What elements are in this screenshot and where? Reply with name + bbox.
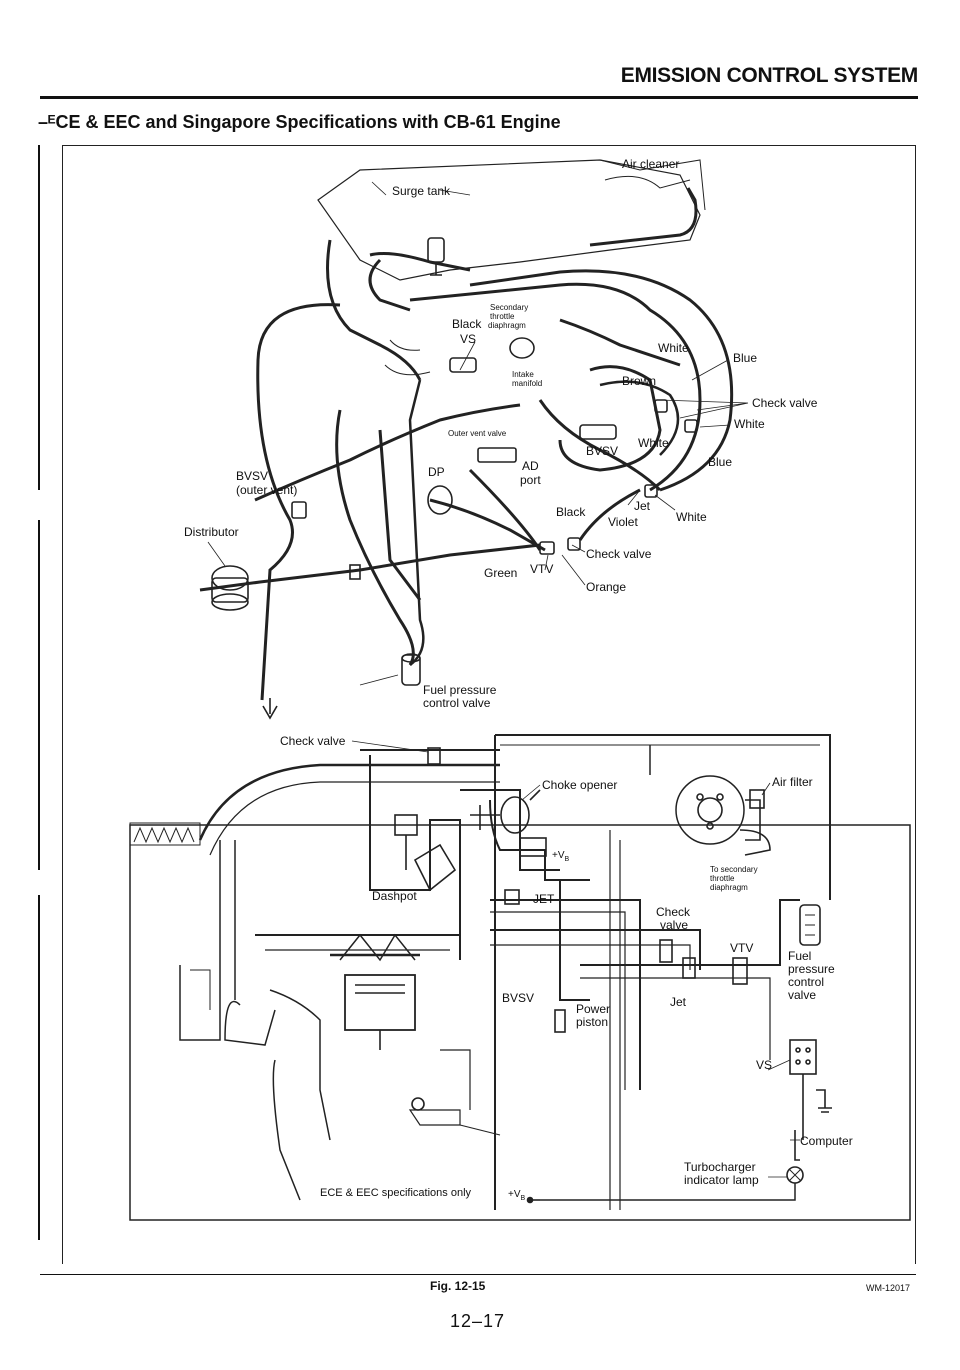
label-jet: Jet (670, 995, 687, 1009)
label-black: Black (452, 317, 482, 331)
page-subtitle: –ᴱCE & EEC and Singapore Specifications … (38, 112, 561, 132)
label-jet-box: JET (533, 892, 555, 906)
label-computer: Computer (800, 1134, 853, 1148)
figure-frame (62, 145, 916, 1264)
label-power-piston: piston (576, 1015, 608, 1029)
label-power-piston: Power (576, 1002, 610, 1016)
label-blue: Blue (708, 455, 732, 469)
label-fuel-pressure-control-valve: Fuel (788, 949, 811, 963)
label-white: White (734, 417, 765, 431)
label-distributor: Distributor (184, 525, 239, 539)
label-air-filter: Air filter (772, 775, 813, 789)
label-to-secondary-throttle: diaphragm (710, 883, 748, 892)
margin-bar (38, 145, 40, 490)
label-intake-manifold: Intake (512, 370, 534, 379)
label-fuel-pressure-control-valve: valve (788, 988, 816, 1002)
label-choke-opener: Choke opener (542, 778, 617, 792)
label-check-valve: Check valve (280, 734, 346, 748)
label-orange: Orange (586, 580, 626, 594)
label-secondary-throttle: diaphragm (488, 321, 526, 330)
label-dashpot: Dashpot (372, 889, 417, 903)
label-fuel-pressure-control-valve: Fuel pressure (423, 683, 497, 697)
label-turbocharger-lamp: Turbocharger (684, 1160, 756, 1174)
label-bvsv-outer-vent: BVSV (236, 469, 268, 483)
label-bvsv-outer-vent: (outer vent) (236, 483, 297, 497)
label-bvsv: BVSV (502, 991, 534, 1005)
label-white: White (658, 341, 689, 355)
upper-leaders (207, 181, 749, 686)
label-brown: Brown (622, 374, 656, 388)
label-check-valve: valve (660, 918, 688, 932)
upper-engine-view (199, 159, 734, 720)
label-secondary-throttle: Secondary (490, 303, 528, 312)
label-vtv: VTV (730, 941, 753, 955)
label-dp: DP (428, 465, 445, 479)
label-to-secondary-throttle: throttle (710, 874, 735, 883)
label-violet: Violet (608, 515, 638, 529)
label-check-valve: Check valve (586, 547, 652, 561)
label-white: White (676, 510, 707, 524)
label-vb2: +VB (508, 1189, 526, 1202)
label-air-cleaner: Air cleaner (622, 157, 679, 171)
label-fuel-pressure-control-valve: control (788, 975, 824, 989)
header-rule (40, 96, 918, 99)
label-outer-vent-valve: Outer vent valve (448, 429, 507, 438)
figure-code: WM-12017 (865, 1283, 910, 1293)
lower-labels: Check valve Choke opener Air filter +VB … (280, 734, 853, 1202)
label-secondary-throttle: throttle (490, 312, 515, 321)
label-vb: +VB (552, 850, 570, 863)
section-header: EMISSION CONTROL SYSTEM (620, 64, 919, 87)
label-jet: Jet (634, 499, 651, 513)
label-check-valve: Check (656, 905, 691, 919)
label-vs: VS (756, 1058, 772, 1072)
label-vtv: VTV (530, 562, 553, 576)
label-intake-manifold: manifold (512, 379, 542, 388)
label-surge-tank: Surge tank (392, 184, 451, 198)
label-fuel-pressure-control-valve: control valve (423, 696, 491, 710)
footer-rule (40, 1274, 916, 1275)
label-ece-note: ECE & EEC specifications only (320, 1187, 472, 1199)
label-green: Green (484, 566, 517, 580)
label-blue: Blue (733, 351, 757, 365)
label-white: White (638, 436, 669, 450)
label-turbocharger-lamp: indicator lamp (684, 1173, 759, 1187)
figure-caption: Fig. 12-15 (430, 1279, 486, 1293)
label-bvsv: BVSV (586, 444, 618, 458)
label-black: Black (556, 505, 586, 519)
lower-schematic (129, 734, 911, 1221)
label-ad-port: AD (522, 459, 539, 473)
margin-bar (38, 520, 40, 870)
label-ad-port: port (520, 473, 541, 487)
page-number: 12–17 (450, 1311, 506, 1331)
margin-bar (38, 895, 40, 1240)
label-vs: VS (460, 332, 476, 346)
label-fuel-pressure-control-valve: pressure (788, 962, 835, 976)
label-to-secondary-throttle: To secondary (710, 865, 758, 874)
label-check-valve: Check valve (752, 396, 818, 410)
upper-labels: Air cleaner Surge tank Secondary throttl… (184, 157, 818, 710)
lower-leaders (351, 740, 800, 1178)
